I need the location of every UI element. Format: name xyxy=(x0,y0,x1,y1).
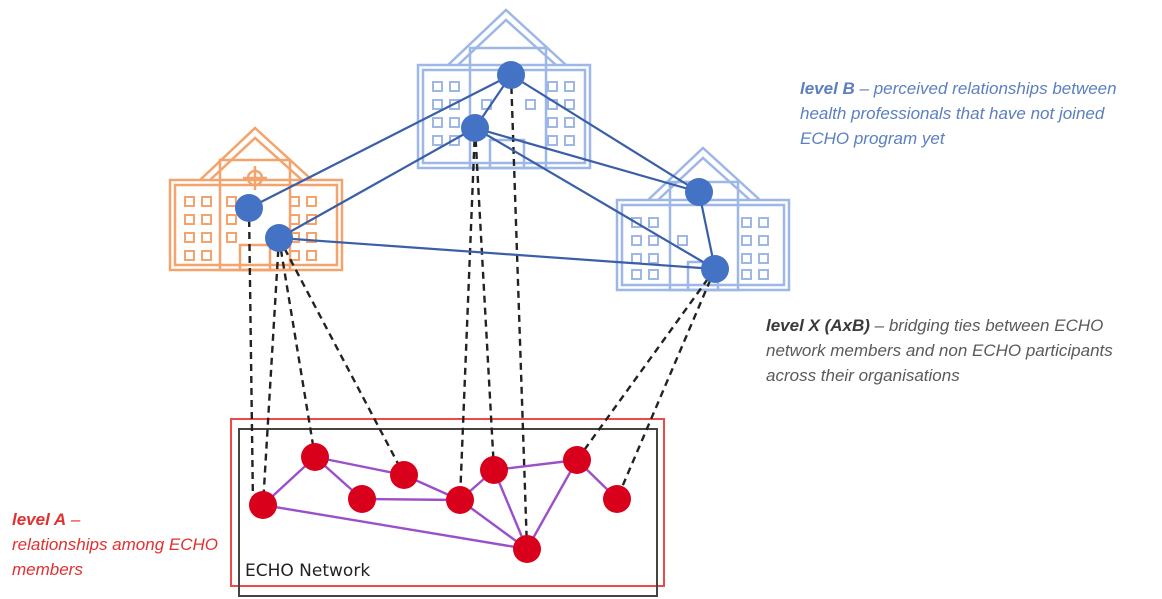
node-b-6 xyxy=(701,255,729,283)
level-b-edges xyxy=(248,74,717,271)
level-b-heading: level B xyxy=(800,79,855,98)
node-a-5 xyxy=(446,486,474,514)
level-a-dash: – xyxy=(66,510,81,529)
node-a-9 xyxy=(513,535,541,563)
level-x-dash: – xyxy=(869,316,889,335)
level-b-label: level B – perceived relationships betwee… xyxy=(800,76,1120,151)
node-b-4 xyxy=(461,114,489,142)
echo-network-box-black xyxy=(238,428,658,597)
node-a-8 xyxy=(603,485,631,513)
node-a-4 xyxy=(390,461,418,489)
orange-building-icon xyxy=(168,126,344,272)
echo-network-caption: ECHO Network xyxy=(245,561,371,581)
level-a-nodes xyxy=(249,443,631,563)
bridging-ties xyxy=(247,74,717,550)
level-a-description: relationships among ECHO members xyxy=(12,535,218,579)
node-a-6 xyxy=(480,456,508,484)
node-a-1 xyxy=(249,491,277,519)
node-b-1 xyxy=(235,194,263,222)
level-a-heading: level A xyxy=(12,510,67,529)
node-b-5 xyxy=(685,178,713,206)
level-x-description: bridging ties between ECHO network membe… xyxy=(766,316,1113,385)
level-a-label: level A – relationships among ECHO membe… xyxy=(12,507,232,582)
node-a-2 xyxy=(301,443,329,471)
node-b-3 xyxy=(497,61,525,89)
echo-network-box-red xyxy=(230,418,665,587)
level-b-description: perceived relationships between health p… xyxy=(800,79,1117,148)
level-x-label: level X (AxB) – bridging ties between EC… xyxy=(766,313,1162,388)
level-b-nodes xyxy=(235,61,729,283)
node-a-3 xyxy=(348,485,376,513)
level-x-heading: level X (AxB) xyxy=(766,316,870,335)
node-b-2 xyxy=(265,224,293,252)
node-a-7 xyxy=(563,446,591,474)
level-b-dash: – xyxy=(854,79,874,98)
